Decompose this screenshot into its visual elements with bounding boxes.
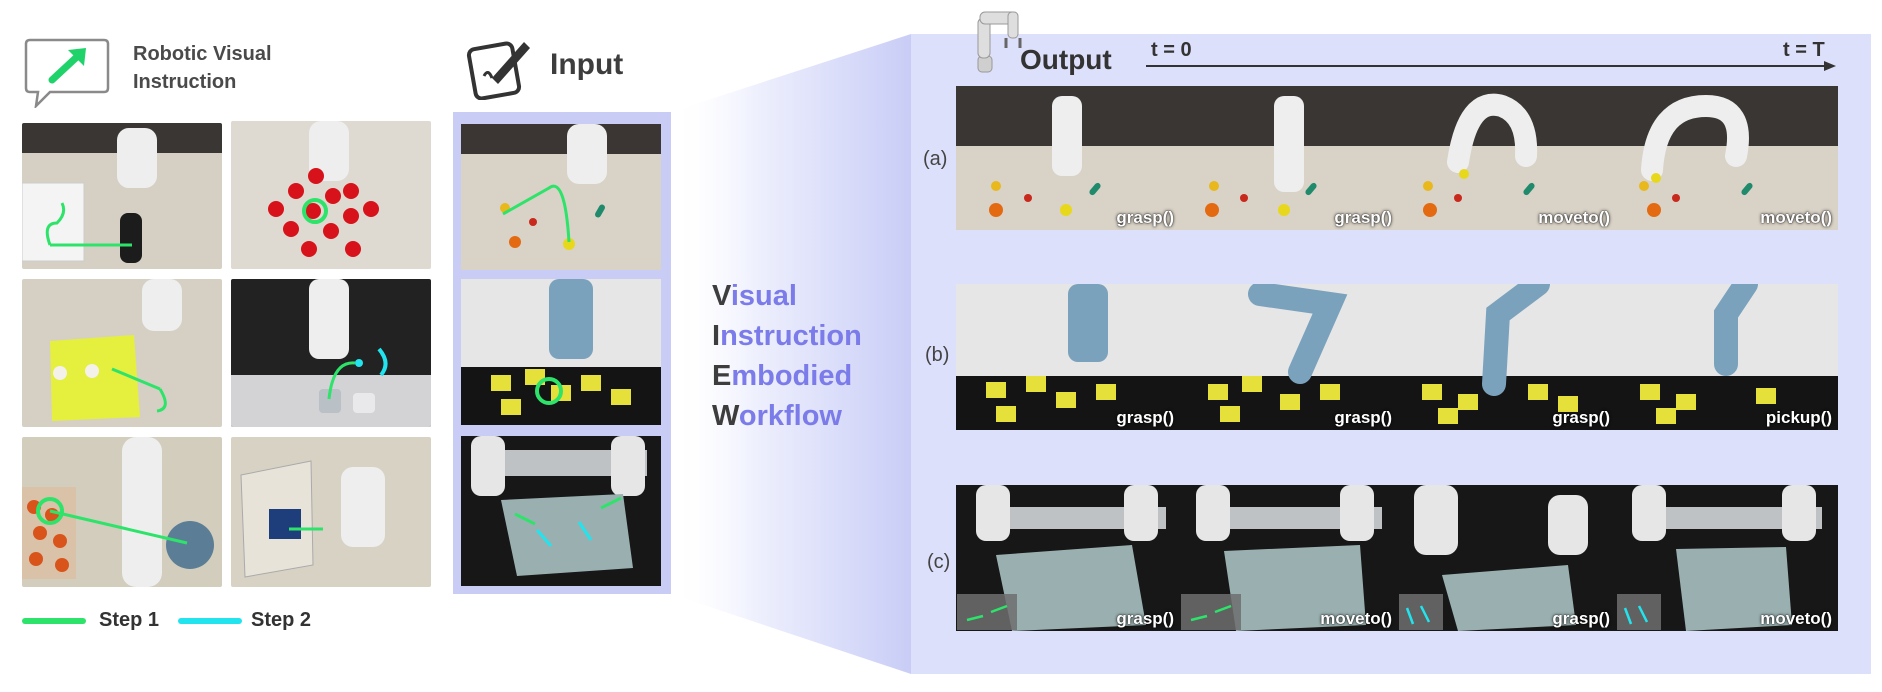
output-frame-a1: grasp() xyxy=(956,86,1180,230)
action-label-b1: grasp() xyxy=(1116,408,1174,427)
instruction-title-line2: Instruction xyxy=(133,71,237,93)
time-end-label: t = T xyxy=(1783,39,1825,61)
instruction-image-drawer xyxy=(231,437,431,587)
step2-line xyxy=(178,618,242,624)
workflow-label: Visual Instruction Embodied Workflow xyxy=(712,276,862,436)
output-frame-b3: grasp() xyxy=(1398,284,1616,430)
action-label-b4: pickup() xyxy=(1765,408,1832,427)
input-image-a xyxy=(461,124,661,270)
instruction-image-whiteboard xyxy=(22,123,222,269)
action-label-a2: grasp() xyxy=(1334,208,1392,227)
workflow-funnel xyxy=(671,34,911,674)
output-frame-c2: moveto() xyxy=(1180,485,1398,631)
output-title: Output xyxy=(1020,44,1112,75)
time-start-label: t = 0 xyxy=(1151,39,1192,61)
step1-label: Step 1 xyxy=(99,609,160,631)
action-label-c4: moveto() xyxy=(1760,609,1832,628)
action-label-a4: moveto() xyxy=(1760,208,1832,227)
workflow-cap-i: I xyxy=(712,320,721,352)
row-label-a: (a) xyxy=(923,148,948,170)
instruction-image-mug xyxy=(231,279,431,427)
instruction-image-cups xyxy=(231,121,431,269)
workflow-cap-e: E xyxy=(712,360,732,392)
output-frame-a2: grasp() xyxy=(1180,86,1398,230)
mini-instruction-c1 xyxy=(957,594,1017,630)
mini-instruction-c3 xyxy=(1399,594,1443,630)
output-frame-c4: moveto() xyxy=(1616,485,1838,631)
action-label-b3: grasp() xyxy=(1552,408,1610,427)
mini-instruction-c4 xyxy=(1617,594,1661,630)
output-frame-b2: grasp() xyxy=(1180,284,1398,430)
workflow-rest-e: mbodied xyxy=(731,360,853,392)
action-label-c3: grasp() xyxy=(1552,609,1610,628)
speech-bubble-arrow-icon xyxy=(24,38,110,108)
action-label-c2: moveto() xyxy=(1320,609,1392,628)
step2-label: Step 2 xyxy=(251,609,312,631)
action-label-a1: grasp() xyxy=(1116,208,1174,227)
row-label-c: (c) xyxy=(927,551,951,573)
timeline-arrow xyxy=(1146,61,1836,71)
row-label-b: (b) xyxy=(925,344,950,366)
instruction-title: Robotic Visual Instruction xyxy=(133,40,272,96)
output-frame-b4: pickup() xyxy=(1616,284,1838,430)
input-image-c xyxy=(461,436,661,586)
workflow-rest-v: isual xyxy=(730,280,797,312)
instruction-image-yellow-paper xyxy=(22,279,222,427)
action-label-b2: grasp() xyxy=(1334,408,1392,427)
output-frame-c1: grasp() xyxy=(956,485,1180,631)
output-frame-b1: grasp() xyxy=(956,284,1180,430)
tablet-pen-icon xyxy=(466,41,530,100)
instruction-image-fruit-bowl xyxy=(22,437,222,587)
action-label-c1: grasp() xyxy=(1116,609,1174,628)
output-frame-c3: grasp() xyxy=(1398,485,1616,631)
output-frame-a3: moveto() xyxy=(1398,86,1616,230)
action-label-a3: moveto() xyxy=(1538,208,1610,227)
workflow-rest-w: orkflow xyxy=(738,400,842,432)
step1-line xyxy=(22,618,86,624)
workflow-cap-w: W xyxy=(712,400,739,432)
workflow-rest-i: nstruction xyxy=(720,320,862,352)
robot-arm-icon xyxy=(977,11,1022,73)
mini-instruction-c2 xyxy=(1181,594,1241,630)
input-title: Input xyxy=(550,48,624,81)
output-frame-a4: moveto() xyxy=(1616,86,1838,230)
workflow-cap-v: V xyxy=(712,280,731,312)
instruction-title-line1: Robotic Visual xyxy=(133,43,272,65)
input-image-b xyxy=(461,279,661,425)
